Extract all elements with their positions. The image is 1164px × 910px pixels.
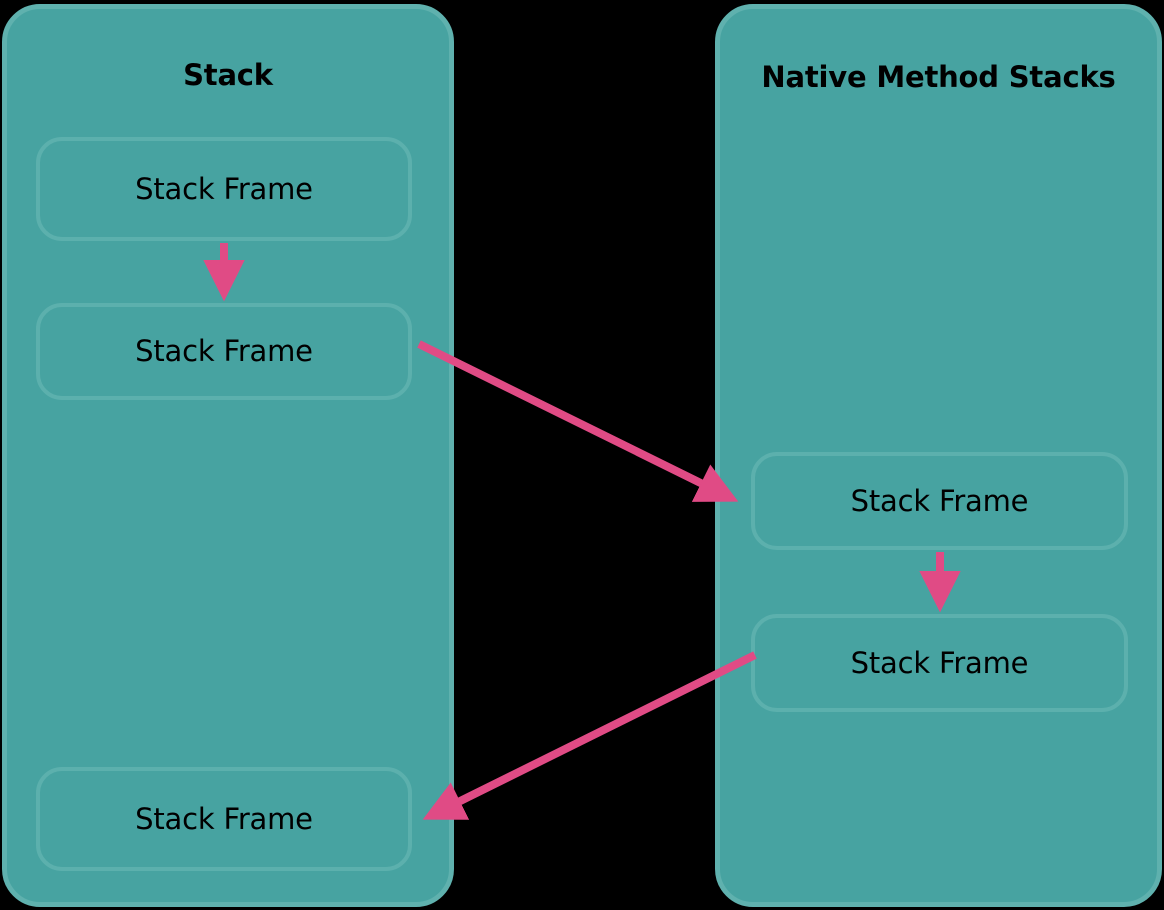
- native-stack-frame-box[interactable]: Stack Frame: [751, 614, 1128, 712]
- native-stack-frame-box[interactable]: Stack Frame: [751, 452, 1128, 550]
- native-stack-frame-label: Stack Frame: [850, 645, 1029, 680]
- stack-frame-box[interactable]: Stack Frame: [36, 137, 412, 241]
- stack-frame-box[interactable]: Stack Frame: [36, 767, 412, 871]
- native-stack-frame-label: Stack Frame: [850, 483, 1029, 518]
- stack-frame-label: Stack Frame: [135, 171, 313, 206]
- arrow-native-frame-1-to-stack-frame-2: [422, 651, 757, 820]
- stack-frame-box[interactable]: Stack Frame: [36, 303, 412, 400]
- panel-stack-title: Stack: [183, 58, 273, 92]
- stack-frame-label: Stack Frame: [135, 334, 313, 368]
- arrow-stack-frame-1-to-native-frame-0: [417, 340, 739, 502]
- stack-frame-label: Stack Frame: [135, 801, 313, 836]
- panel-native-method-stacks-title: Native Method Stacks: [761, 60, 1116, 94]
